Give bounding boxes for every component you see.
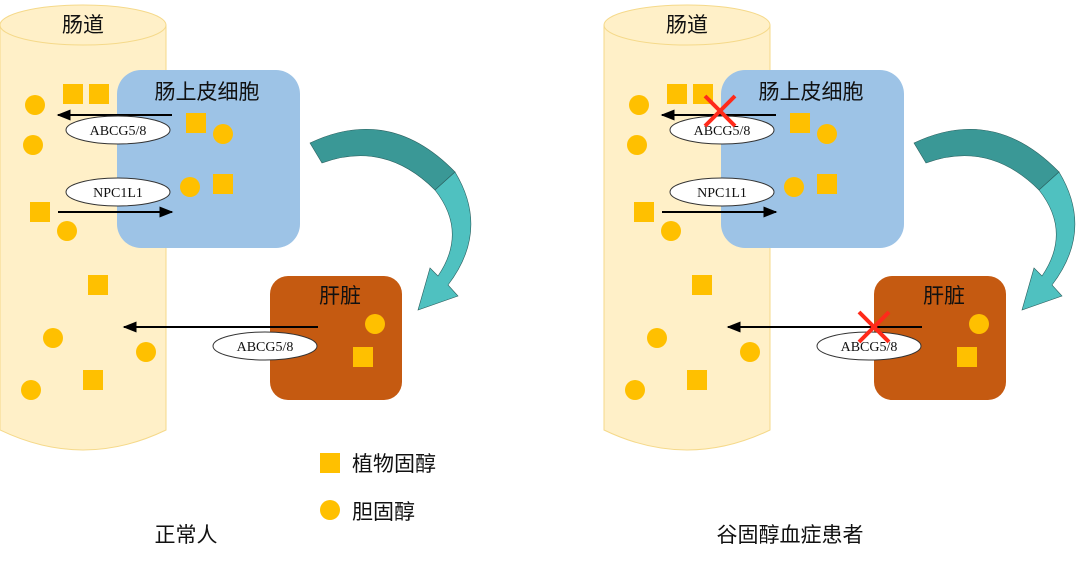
abcg58-transporter-label: ABCG5/8 bbox=[90, 124, 147, 139]
legend: 植物固醇 胆固醇 bbox=[320, 452, 436, 524]
panel-caption: 正常人 bbox=[155, 523, 218, 547]
cholesterol-circle bbox=[661, 221, 681, 241]
curved-arrow-icon bbox=[913, 128, 1076, 311]
plant-sterol-square bbox=[63, 84, 83, 104]
cholesterol-circle bbox=[740, 342, 760, 362]
plant-sterol-square bbox=[667, 84, 687, 104]
legend-plant-sterol-square bbox=[320, 453, 340, 473]
epithelial-cell: 肠上皮细胞 bbox=[721, 70, 904, 248]
cholesterol-circle bbox=[23, 135, 43, 155]
liver: 肝脏 bbox=[270, 276, 402, 400]
panel-caption: 谷固醇血症患者 bbox=[717, 523, 864, 547]
plant-sterol-square bbox=[353, 347, 373, 367]
plant-sterol-square bbox=[790, 113, 810, 133]
plant-sterol-square bbox=[213, 174, 233, 194]
plant-sterol-square bbox=[186, 113, 206, 133]
epithelial-label: 肠上皮细胞 bbox=[759, 80, 864, 104]
cholesterol-circle bbox=[365, 314, 385, 334]
curved-arrow-icon bbox=[309, 128, 472, 311]
cholesterol-circle bbox=[57, 221, 77, 241]
plant-sterol-square bbox=[634, 202, 654, 222]
cholesterol-circle bbox=[136, 342, 156, 362]
epithelial-label: 肠上皮细胞 bbox=[155, 80, 260, 104]
plant-sterol-square bbox=[30, 202, 50, 222]
abcg58-transporter-label: ABCG5/8 bbox=[694, 124, 751, 139]
cholesterol-circle bbox=[213, 124, 233, 144]
plant-sterol-square bbox=[89, 84, 109, 104]
npc1l1-transporter-label: NPC1L1 bbox=[697, 186, 747, 201]
legend-cholesterol-label: 胆固醇 bbox=[352, 500, 415, 524]
liver-label: 肝脏 bbox=[923, 284, 965, 308]
cholesterol-circle bbox=[625, 380, 645, 400]
cholesterol-circle bbox=[627, 135, 647, 155]
plant-sterol-square bbox=[88, 275, 108, 295]
cholesterol-circle bbox=[647, 328, 667, 348]
liver-abcg58-transporter-label: ABCG5/8 bbox=[237, 340, 294, 355]
liver-abcg58-transporter-label: ABCG5/8 bbox=[841, 340, 898, 355]
liver-abcg58-transporter: ABCG5/8 bbox=[816, 331, 922, 361]
cholesterol-circle bbox=[817, 124, 837, 144]
epithelial-cell: 肠上皮细胞 bbox=[117, 70, 300, 248]
cholesterol-circle bbox=[969, 314, 989, 334]
cholesterol-circle bbox=[25, 95, 45, 115]
cholesterol-circle bbox=[784, 177, 804, 197]
npc1l1-transporter: NPC1L1 bbox=[65, 177, 171, 207]
plant-sterol-square bbox=[83, 370, 103, 390]
npc1l1-transporter: NPC1L1 bbox=[669, 177, 775, 207]
cholesterol-circle bbox=[180, 177, 200, 197]
liver-abcg58-transporter: ABCG5/8 bbox=[212, 331, 318, 361]
liver: 肝脏 bbox=[874, 276, 1006, 400]
npc1l1-transporter-label: NPC1L1 bbox=[93, 186, 143, 201]
intestine-label: 肠道 bbox=[666, 13, 708, 37]
plant-sterol-square bbox=[817, 174, 837, 194]
abcg58-transporter: ABCG5/8 bbox=[65, 115, 171, 145]
cholesterol-circle bbox=[43, 328, 63, 348]
legend-plant-sterol-label: 植物固醇 bbox=[352, 452, 436, 476]
plant-sterol-square bbox=[957, 347, 977, 367]
blocked-x-icon bbox=[703, 94, 737, 128]
plant-sterol-square bbox=[687, 370, 707, 390]
intestine-label: 肠道 bbox=[62, 13, 104, 37]
plant-sterol-square bbox=[692, 275, 712, 295]
blocked-x-icon bbox=[857, 310, 891, 344]
cholesterol-circle bbox=[629, 95, 649, 115]
cholesterol-circle bbox=[21, 380, 41, 400]
legend-cholesterol-circle bbox=[320, 500, 340, 520]
abcg58-transporter: ABCG5/8 bbox=[669, 115, 775, 145]
liver-label: 肝脏 bbox=[319, 284, 361, 308]
